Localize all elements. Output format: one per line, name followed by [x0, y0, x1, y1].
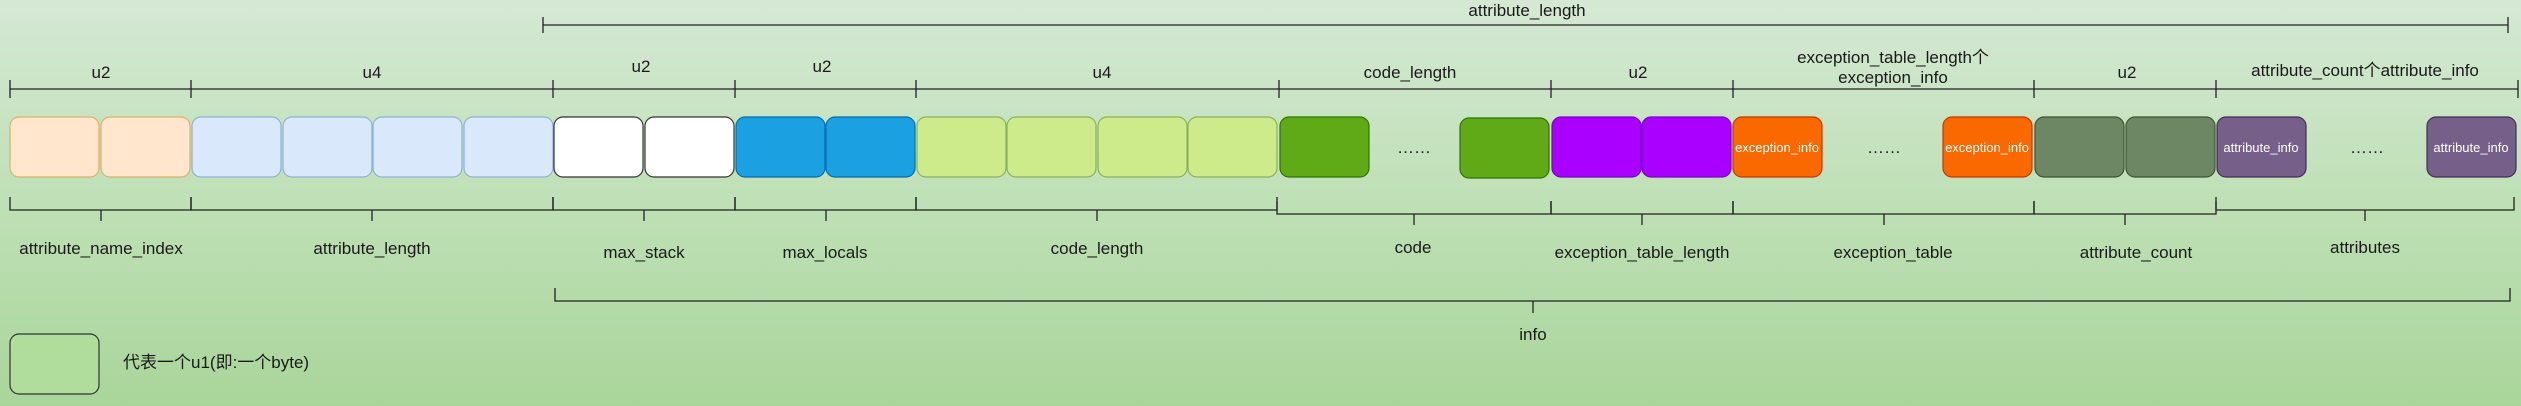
byte-box: [191, 116, 282, 178]
attributes-ellipsis: ……: [2350, 138, 2384, 157]
exception-info-box-label: exception_info: [1945, 140, 2029, 155]
attribute-info-box-label: attribute_info: [2433, 140, 2508, 155]
field-max-stack: [553, 116, 735, 178]
byte-box: [1641, 116, 1732, 178]
field-code-length: [916, 116, 1278, 178]
code-ellipsis: ……: [1397, 138, 1431, 157]
byte-box: [9, 116, 100, 178]
byte-box: [1097, 116, 1188, 178]
size-label-attribute-name-index: u2: [92, 63, 111, 82]
byte-box: [1006, 116, 1097, 178]
bottom-info-span: info: [554, 288, 2511, 344]
byte-box: [1551, 116, 1642, 178]
byte-box: [2125, 116, 2216, 178]
size-label-max-stack: u2: [632, 57, 651, 76]
field-label-exception-table: exception_table: [1833, 243, 1952, 262]
size-label-max-locals: u2: [813, 57, 832, 76]
field-exception-table-length: [1551, 116, 1732, 178]
exception-info-box: [1732, 116, 1823, 178]
size-label-attributes: attribute_count个attribute_info: [2251, 61, 2479, 80]
attribute-info-box-label: attribute_info: [2223, 140, 2298, 155]
byte-box: [463, 116, 554, 178]
legend-swatch: [9, 333, 100, 395]
field-braces: [9, 197, 2515, 225]
top-span-label: attribute_length: [1468, 1, 1585, 20]
byte-box: [553, 116, 644, 178]
field-attribute-length: [191, 116, 554, 178]
byte-box: [2034, 116, 2125, 178]
attribute-info-box: [2216, 116, 2307, 178]
byte-box: [1459, 117, 1550, 179]
bottom-span-label: info: [1519, 325, 1546, 344]
field-label-attribute-length: attribute_length: [313, 239, 430, 258]
byte-box: [372, 116, 463, 178]
size-label-attribute-length: u4: [363, 63, 382, 82]
byte-box: [1187, 116, 1278, 178]
exception-table-ellipsis: ……: [1867, 138, 1901, 157]
byte-box: [644, 116, 735, 178]
field-attributes: attribute_info …… attribute_info: [2216, 116, 2517, 178]
size-label-exception-table-line2: exception_info: [1838, 68, 1948, 87]
top-attribute-length-span: attribute_length: [542, 1, 2509, 33]
field-code: ……: [1279, 116, 1550, 179]
field-attribute-count: [2034, 116, 2216, 178]
byte-box: [735, 116, 826, 178]
field-label-exception-table-length: exception_table_length: [1555, 243, 1730, 262]
field-label-max-locals: max_locals: [782, 243, 867, 262]
legend-text: 代表一个u1(即:一个byte): [123, 353, 309, 372]
size-label-exception-table-length: u2: [1629, 63, 1648, 82]
size-label-code-length: u4: [1093, 63, 1112, 82]
field-label-max-stack: max_stack: [603, 243, 685, 262]
field-label-attributes: attributes: [2330, 238, 2400, 257]
legend: 代表一个u1(即:一个byte): [9, 333, 309, 395]
field-label-code-length: code_length: [1051, 239, 1144, 258]
exception-info-box: [1942, 116, 2033, 178]
byte-box: [100, 116, 191, 178]
field-label-attribute-name-index: attribute_name_index: [19, 239, 183, 258]
attribute-info-box: [2426, 116, 2517, 178]
field-label-code: code: [1395, 238, 1432, 257]
byte-box: [282, 116, 373, 178]
byte-box: [825, 116, 916, 178]
exception-info-box-label: exception_info: [1735, 140, 1819, 155]
field-max-locals: [735, 116, 916, 178]
byte-box: [916, 116, 1007, 178]
byte-box: [1279, 116, 1370, 178]
field-label-attribute-count: attribute_count: [2080, 243, 2193, 262]
size-label-code: code_length: [1364, 63, 1457, 82]
field-exception-table: exception_info …… exception_info: [1732, 116, 2033, 178]
size-label-attribute-count: u2: [2118, 63, 2137, 82]
field-attribute-name-index: [9, 116, 191, 178]
size-label-exception-table-line1: exception_table_length个: [1797, 48, 1989, 67]
size-ruler: [9, 80, 2519, 98]
